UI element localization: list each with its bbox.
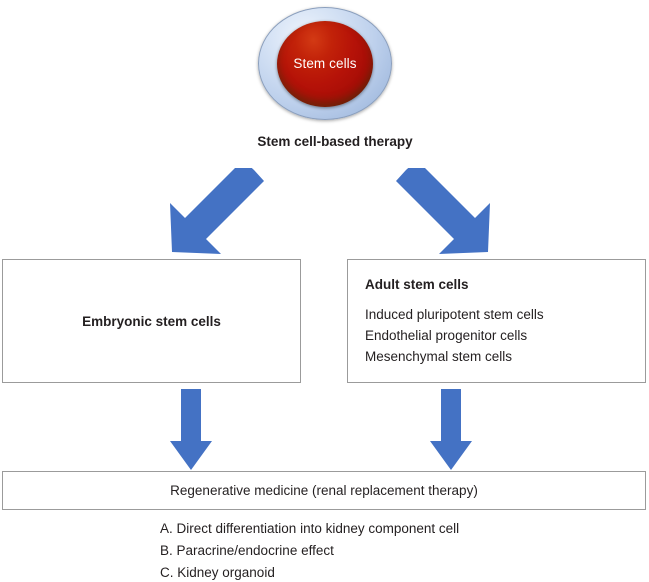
list-item: A. Direct differentiation into kidney co… <box>160 521 460 536</box>
regenerative-medicine-box: Regenerative medicine (renal replacement… <box>2 471 646 510</box>
outcome-list: A. Direct differentiation into kidney co… <box>160 518 459 582</box>
list-item: Mesenchymal stem cells <box>365 349 513 364</box>
list-item: Induced pluripotent stem cells <box>365 307 544 322</box>
arrow-to-embryonic-icon <box>168 168 268 254</box>
list-item: B. Paracrine/endocrine effect <box>160 543 334 558</box>
arrow-adult-to-outcome-icon <box>430 389 472 472</box>
adult-stem-cells-title: Adult stem cells <box>365 277 469 292</box>
embryonic-stem-cells-box: Embryonic stem cells <box>2 259 301 383</box>
list-item: Endothelial progenitor cells <box>365 328 528 343</box>
adult-stem-cells-box: Adult stem cells Induced pluripotent ste… <box>347 259 646 383</box>
stem-cell-core: Stem cells <box>277 21 373 107</box>
stem-cell-sphere: Stem cells <box>258 7 392 120</box>
arrow-embryonic-to-outcome-icon <box>170 389 212 472</box>
list-item: C. Kidney organoid <box>160 565 275 580</box>
arrow-to-adult-icon <box>392 168 492 254</box>
regenerative-medicine-label: Regenerative medicine (renal replacement… <box>170 483 478 498</box>
stem-cell-core-label: Stem cells <box>293 56 357 72</box>
stem-cell-therapy-caption: Stem cell-based therapy <box>257 134 413 149</box>
embryonic-stem-cells-title: Embryonic stem cells <box>82 313 221 329</box>
adult-stem-cells-list: Induced pluripotent stem cells Endotheli… <box>365 304 645 367</box>
